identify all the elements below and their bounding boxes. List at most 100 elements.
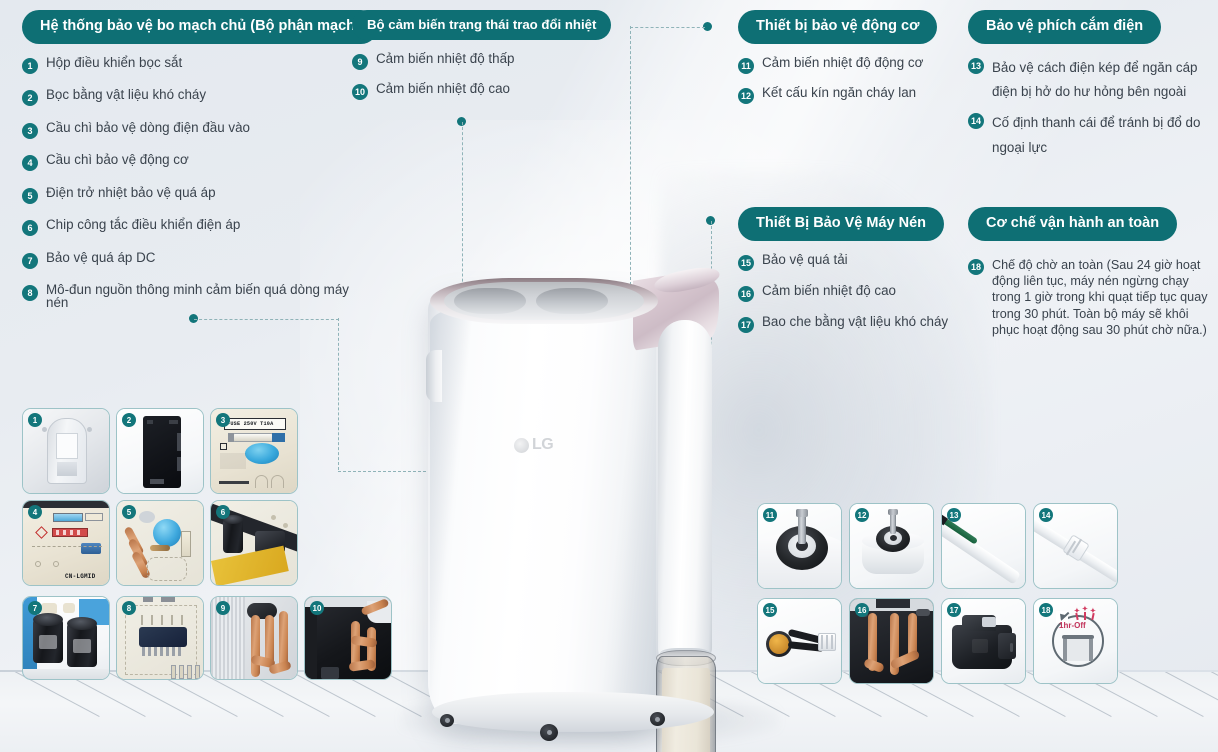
thumbnail-dc-overvoltage-capacitors[interactable]: 7: [22, 596, 110, 680]
connector-v-mainboard: [338, 318, 339, 470]
item-number: 13: [968, 57, 984, 74]
item-number: 4: [22, 155, 38, 171]
thumbnail-input-current-fuse[interactable]: FUSE 250V T10A 3: [210, 408, 298, 494]
item-label: Cầu chì bảo vệ động cơ: [46, 152, 189, 167]
thumb-badge: 9: [216, 601, 230, 615]
list-item[interactable]: 12 Kết cấu kín ngăn cháy lan: [738, 84, 958, 104]
thumbnail-sealed-motor-structure[interactable]: 12: [849, 503, 934, 589]
thumb-badge: 12: [855, 508, 869, 522]
item-number: 12: [738, 87, 754, 104]
panel-title-mainboard: Hệ thống bảo vệ bo mạch chủ (Bộ phận mạc…: [22, 10, 378, 44]
thumb-badge: 11: [763, 508, 777, 522]
list-item[interactable]: 7 Bảo vệ quá áp DC: [22, 249, 352, 269]
thumb-art: CN-LGMID: [23, 501, 109, 585]
thumb-badge: 16: [855, 603, 869, 617]
item-number: 1: [22, 57, 38, 74]
fuse-rating-label: FUSE 250V T10A: [227, 421, 274, 427]
item-number: 10: [352, 84, 368, 101]
board-code-label: CN-LGMID: [65, 573, 96, 580]
item-label: Bảo vệ quá áp DC: [46, 249, 156, 265]
list-item[interactable]: 15 Bảo vệ quá tải: [738, 251, 963, 271]
panel-title-heat-exchange: Bộ cảm biến trạng thái trao đổi nhiệt: [352, 10, 612, 41]
item-label: Cảm biến nhiệt độ cao: [762, 282, 896, 298]
item-label: Điện trở nhiệt bảo vệ quá áp: [46, 184, 216, 200]
caster-wheel-center: [540, 724, 558, 741]
thumbnail-compressor-high-temp-coil[interactable]: 16: [849, 598, 934, 684]
item-number: 8: [22, 285, 38, 301]
thumbnail-iron-clad-control-box[interactable]: 1: [22, 408, 110, 494]
thumb-badge: 14: [1039, 508, 1053, 522]
item-number: 7: [22, 252, 38, 269]
dehumidifier-side-column: [658, 320, 712, 658]
panel-title-plug: Bảo vệ phích cắm điện: [968, 10, 1162, 44]
thumb-badge: 4: [28, 505, 42, 519]
item-label: Kết cấu kín ngăn cháy lan: [762, 84, 917, 100]
dehumidifier-body-shading: [430, 308, 656, 724]
item-label: Bảo vệ quá tải: [762, 251, 848, 267]
thumb-badge: 6: [216, 505, 230, 519]
caster-wheel-left: [440, 714, 454, 727]
thumbnail-flame-retardant-compressor-cover[interactable]: 17: [941, 598, 1026, 684]
panel-title-compressor: Thiết Bị Bảo Vệ Máy Nén: [738, 207, 945, 241]
thumbnail-low-temp-sensor-coil[interactable]: 9: [210, 596, 298, 680]
thumbnail-high-temp-sensor-coil[interactable]: 10: [304, 596, 392, 680]
thumb-badge: 17: [947, 603, 961, 617]
thumbnail-double-insulated-cable[interactable]: 13: [941, 503, 1026, 589]
thumbnail-voltage-switch-chip[interactable]: 6: [210, 500, 298, 586]
thumb-badge: 2: [122, 413, 136, 427]
item-label: Mô-đun nguồn thông minh cảm biến quá dòn…: [46, 282, 349, 311]
dehumidifier-vent-left: [454, 288, 526, 314]
thumbnail-motor-temp-sensor[interactable]: 11: [757, 503, 842, 589]
item-number: 9: [352, 54, 368, 71]
connector-h-motor: [630, 26, 705, 28]
thumbnail-flame-retardant-cover[interactable]: 2: [116, 408, 204, 494]
list-item[interactable]: 4 Cầu chì bảo vệ động cơ: [22, 153, 352, 171]
list-item[interactable]: 10 Cảm biến nhiệt độ cao: [352, 81, 582, 101]
list-item[interactable]: 8 Mô-đun nguồn thông minh cảm biến quá dò…: [22, 283, 352, 310]
thumb-badge: 3: [216, 413, 230, 427]
item-label: Cảm biến nhiệt độ cao: [376, 81, 510, 97]
list-item[interactable]: 2 Bọc bằng vật liệu khó cháy: [22, 88, 352, 106]
item-label: Bọc bằng vật liệu khó cháy: [46, 87, 207, 102]
connector-v-heatex: [461, 122, 463, 322]
thumbnail-cable-bar-fixing[interactable]: 14: [1033, 503, 1118, 589]
thumbnail-safety-standby-mode[interactable]: ✦ ✦ ✦ 1hr-Off 18: [1033, 598, 1118, 684]
item-number: 17: [738, 316, 754, 333]
item-number: 11: [738, 57, 754, 74]
thumb-art: [117, 501, 203, 585]
thumbnail-motor-fuse-board[interactable]: CN-LGMID 4: [22, 500, 110, 586]
thumbnail-overload-protector[interactable]: 15: [757, 598, 842, 684]
connector-h-mainboard: [194, 318, 339, 320]
caster-wheel-right: [650, 712, 665, 726]
list-item[interactable]: 14 Cố định thanh cái để tránh bị đổ do ng…: [968, 111, 1210, 161]
list-item[interactable]: 5 Điện trở nhiệt bảo vệ quá áp: [22, 184, 352, 204]
thumbnail-thermistor-overvoltage[interactable]: 5: [116, 500, 204, 586]
thumbnail-grid-right-bottom: 15 16: [757, 598, 1118, 684]
item-number: 2: [22, 90, 38, 106]
thumbnail-smart-power-module[interactable]: 8: [116, 596, 204, 680]
item-number: 15: [738, 254, 754, 271]
item-number: 6: [22, 220, 38, 236]
item-label: Cố định thanh cái để tránh bị đổ do ngoạ…: [992, 115, 1201, 155]
thumb-badge: 5: [122, 505, 136, 519]
item-number: 5: [22, 187, 38, 204]
connector-h-mainboard-2: [338, 470, 496, 472]
item-number: 14: [968, 113, 984, 130]
connector-dot-motor: [703, 22, 712, 31]
